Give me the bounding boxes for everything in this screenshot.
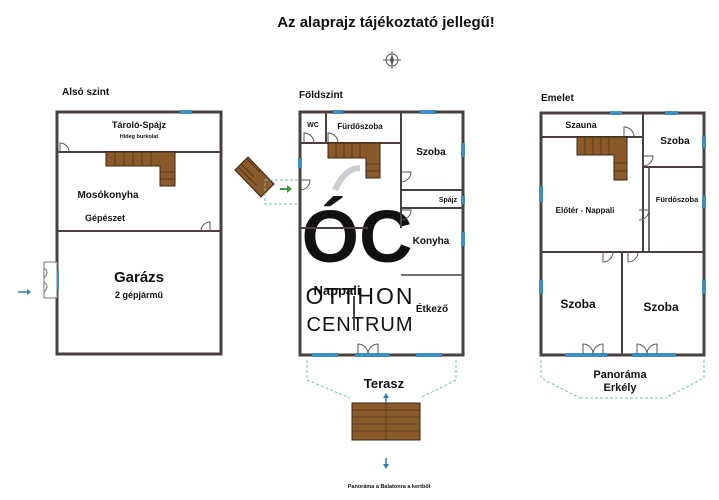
room-pantry: Spájz	[439, 197, 458, 204]
lower-level-heading: Alsó szint	[62, 87, 110, 98]
room-utility: Gépészet	[85, 213, 125, 223]
room-garage-note: 2 gépjármű	[115, 290, 163, 300]
room-upper-bathroom: Fürdőszoba	[656, 195, 699, 204]
garage-entry-arrow-icon	[18, 289, 31, 295]
watermark-line1: OTTHON	[305, 283, 414, 309]
room-laundry: Mosókonyha	[77, 190, 139, 201]
room-kitchen: Konyha	[413, 236, 450, 247]
room-upper-right: Szoba	[643, 300, 679, 314]
room-storage-note: Hideg burkolat	[120, 134, 159, 140]
terrace-label: Terasz	[364, 376, 405, 391]
upper-level-plan	[539, 111, 706, 399]
room-upper-left: Szoba	[560, 297, 596, 311]
compass-icon	[383, 51, 401, 69]
footer-note: Panoráma a Balatonra a kertből	[348, 484, 431, 490]
room-living: Nappali	[314, 283, 361, 298]
terrace-up-arrow-icon	[383, 393, 389, 403]
watermark-logo-text: ÓC	[302, 195, 413, 278]
room-garage: Garázs	[114, 269, 164, 286]
room-dining: Étkező	[416, 302, 448, 315]
room-bedroom: Szoba	[416, 147, 446, 158]
watermark-line2: CENTRUM	[307, 314, 414, 336]
balcony-label-line1: Panoráma	[593, 369, 647, 381]
room-storage: Tároló-Spájz	[112, 120, 167, 130]
upper-level-heading: Emelet	[541, 93, 574, 104]
room-wc: WC	[307, 122, 319, 129]
ground-level-heading: Földszint	[299, 90, 344, 101]
entrance-arrow-icon	[280, 185, 292, 193]
balcony-label-line2: Erkély	[603, 382, 637, 394]
room-upper-small: Szoba	[660, 136, 690, 147]
ground-level-plan	[298, 110, 465, 441]
room-bathroom: Fürdőszoba	[337, 122, 383, 131]
watermark-logo: ÓC OTTHON CENTRUM	[302, 165, 414, 336]
room-hall: Előtér - Nappali	[556, 206, 615, 215]
plan-title: Az alaprajz tájékoztató jellegű!	[277, 14, 495, 31]
outdoor-stairs	[234, 156, 275, 198]
view-arrow-icon	[383, 458, 389, 469]
lower-level-plan	[43, 110, 223, 356]
room-sauna: Szauna	[565, 120, 598, 130]
